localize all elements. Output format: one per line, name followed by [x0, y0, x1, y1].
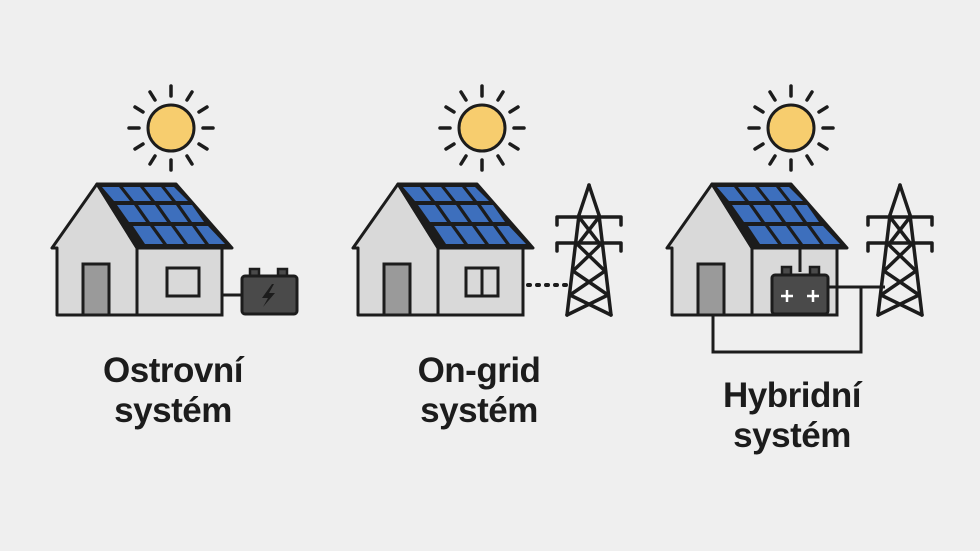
offgrid-illustration	[50, 84, 299, 317]
hybrid-illustration	[665, 84, 934, 354]
ongrid-illustration	[351, 84, 623, 317]
battery-icon	[770, 265, 830, 316]
hybrid-label: Hybridní systém	[677, 376, 907, 456]
window-icon	[464, 266, 500, 298]
offgrid-label-line2: systém	[114, 391, 232, 430]
wire-connection	[711, 248, 885, 354]
power-pylon-icon	[555, 183, 623, 317]
offgrid-label-line1: Ostrovní	[103, 351, 243, 390]
sun-icon	[747, 84, 835, 172]
ongrid-label: On-grid systém	[364, 351, 594, 431]
hybrid-label-line2: systém	[733, 416, 851, 455]
sun-icon	[438, 84, 526, 172]
sun-icon	[127, 84, 215, 172]
battery-icon	[240, 267, 299, 316]
ongrid-label-line2: systém	[420, 391, 538, 430]
offgrid-label: Ostrovní systém	[58, 351, 288, 431]
house-with-solar-panels-icon	[50, 182, 234, 317]
house-with-solar-panels-icon	[351, 182, 535, 317]
hybrid-label-line1: Hybridní	[723, 376, 861, 415]
window-icon	[165, 266, 201, 298]
power-pylon-icon	[866, 183, 934, 317]
ongrid-label-line1: On-grid	[417, 351, 541, 390]
